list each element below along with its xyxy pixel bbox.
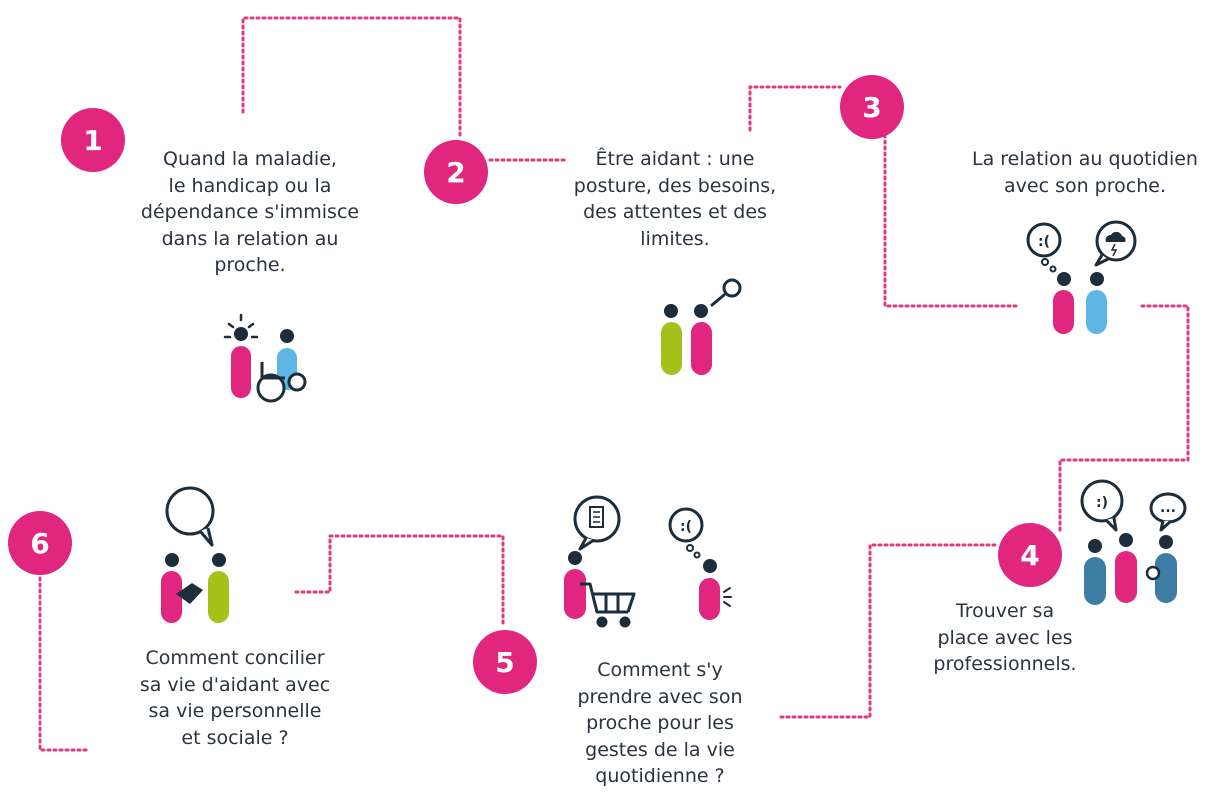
shopping-people-icon: :( [564, 495, 732, 628]
step-3-text: La relation au quotidien avec son proche… [972, 148, 1198, 197]
connector-3-4 [883, 133, 1022, 308]
handshake-icon [176, 583, 203, 604]
list-speech-bubble-icon [573, 495, 621, 551]
lightning-icon [1110, 243, 1118, 257]
connector-6-end [38, 576, 92, 752]
step-5-text: Comment s'y prendre avec son proche pour… [577, 659, 743, 787]
connector-5-6 [293, 534, 505, 625]
shopping-cart-icon [580, 582, 636, 628]
step-6-text: Comment concilier sa vie d'aidant avec s… [139, 647, 331, 749]
cloud-icon [1105, 231, 1126, 242]
magnifier-people-icon [661, 278, 742, 375]
step-5-badge: 5 [473, 630, 537, 694]
happy-face: :) [1096, 495, 1108, 511]
step-2-badge: 2 [424, 140, 488, 204]
connector-2-3 [748, 85, 842, 132]
dotted-connector [38, 16, 1190, 752]
connector-1-2 [241, 16, 462, 140]
dots-face: ... [1160, 500, 1176, 516]
three-people-bubbles-icon: :) ... [1080, 479, 1187, 605]
step-1-number: 1 [83, 124, 102, 157]
storm-speech-bubble-icon [1094, 220, 1137, 267]
step-4-badge: 4 [998, 523, 1062, 587]
step-1-text: Quand la maladie, le handicap ou la dépe… [140, 148, 360, 276]
dots-speech-bubble-icon: ... [1149, 492, 1187, 532]
step-3-badge: 3 [840, 75, 904, 139]
step-5-number: 5 [495, 646, 514, 679]
step-4-text: Trouver sa place avec les professionnels… [933, 600, 1077, 675]
thought-bubbles-people-icon: :( [1026, 220, 1137, 334]
step-2-number: 2 [446, 156, 465, 189]
step-2-text: Être aidant : une posture, des besoins, … [573, 148, 777, 250]
empty-speech-bubble-icon [165, 486, 215, 547]
connector-3-4b [1058, 304, 1190, 532]
attention-rays-icon [223, 313, 259, 339]
sad-thought-bubble-icon-2: :( [668, 507, 704, 559]
sad-thought-bubble-icon: :( [1026, 222, 1062, 273]
magnifier-icon [710, 278, 742, 307]
step-3-number: 3 [862, 91, 881, 124]
connector-4-5 [778, 543, 997, 719]
sad-face-1: :( [1038, 234, 1050, 250]
conversation-people-icon [161, 486, 229, 623]
caregiver-wheelchair-icon [223, 313, 307, 403]
step-4-number: 4 [1020, 539, 1039, 572]
stethoscope-icon [1145, 565, 1161, 581]
step-6-badge: 6 [8, 511, 72, 575]
step-1-badge: 1 [61, 108, 125, 172]
step-6-number: 6 [30, 527, 49, 560]
sad-face-2: :( [680, 519, 692, 535]
happy-speech-bubble-icon: :) [1080, 479, 1124, 532]
